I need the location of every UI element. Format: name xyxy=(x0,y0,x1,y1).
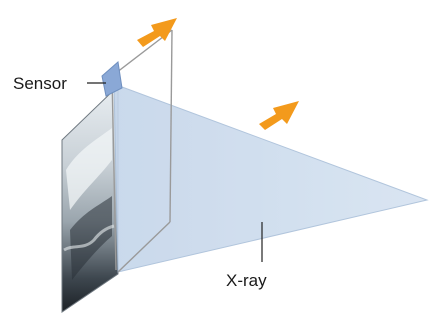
sensor-label: Sensor xyxy=(13,74,67,93)
sensor-frame xyxy=(111,29,173,273)
xray-label: X-ray xyxy=(226,271,267,290)
sensor-strip xyxy=(101,61,123,97)
arrow-up-right-icon xyxy=(137,18,177,47)
xray-image-panel xyxy=(61,84,119,313)
arrow-up-right-icon xyxy=(259,101,299,130)
xray-beam xyxy=(113,83,429,273)
